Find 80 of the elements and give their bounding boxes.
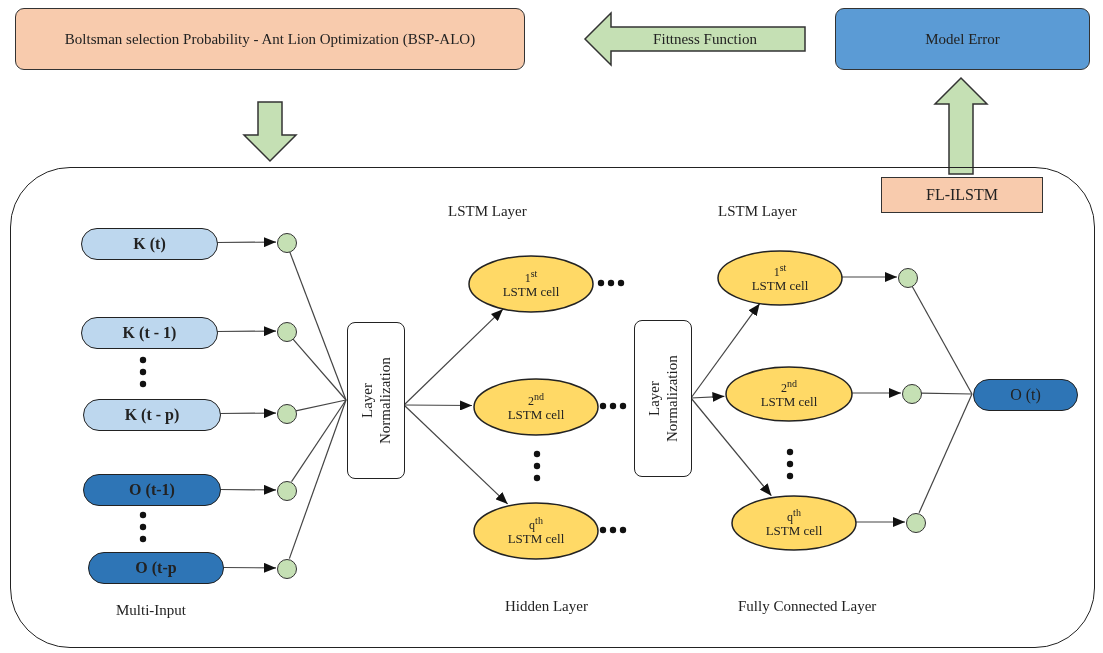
arrow <box>841 272 898 282</box>
lstm-cell-ellipse <box>468 255 594 313</box>
connector-line <box>290 399 347 483</box>
node-label: Boltsman selection Probability - Ant Lion Optimization (BSP-ALO) <box>64 30 476 48</box>
output-pill <box>973 379 1078 411</box>
cell-label: LSTM cell <box>760 394 818 409</box>
cell-ordinal: q$^{th}$ <box>529 516 543 532</box>
error-box <box>835 8 1090 70</box>
arrow <box>219 408 277 419</box>
node-label: K (t - p) <box>124 406 180 424</box>
node-label: O (t-p <box>135 559 177 577</box>
connector-line <box>291 337 347 401</box>
arrow <box>216 326 277 337</box>
input-pill <box>81 317 218 349</box>
layer-caption: Hidden Layer <box>505 598 588 615</box>
cell-ordinal: 2$^{nd}$ <box>528 392 544 408</box>
output-pill <box>83 474 221 506</box>
lstm-cell-ellipse <box>473 502 599 560</box>
model-container <box>10 167 1095 648</box>
node-label: K (t) <box>133 235 166 253</box>
arrow <box>219 484 277 495</box>
cell-label: LSTM cell <box>507 407 565 422</box>
layer-caption: LSTM Layer <box>448 203 527 220</box>
input-pill <box>83 399 221 431</box>
arrow <box>216 237 277 248</box>
layer-caption: Fully Connected Layer <box>738 598 877 615</box>
cell-label: LSTM cell <box>765 523 823 538</box>
edge-label: Fittness Function <box>653 30 757 48</box>
node-label: K (t - 1) <box>122 324 177 342</box>
cell-label: LSTM cell <box>751 278 809 293</box>
connector-line <box>911 285 973 395</box>
arrow <box>403 404 509 505</box>
arrow <box>851 388 902 398</box>
arrow <box>855 517 906 527</box>
connector-line <box>288 250 347 401</box>
arrow <box>222 562 277 573</box>
connector-line <box>295 399 347 412</box>
neuron-circle <box>277 559 297 579</box>
arrow <box>690 303 761 399</box>
model-name-box <box>881 177 1043 213</box>
connector-line <box>918 393 973 514</box>
node-label: O (t) <box>1010 386 1041 404</box>
neuron-circle <box>277 233 297 253</box>
connector-line <box>288 399 347 560</box>
block-arrow <box>242 101 298 163</box>
cell-ordinal: 1$^{st}$ <box>524 269 538 285</box>
node-label: FL-ILSTM <box>926 186 998 204</box>
normalization-box <box>347 322 405 479</box>
connector-line <box>920 392 973 395</box>
block-arrow <box>933 76 989 175</box>
arrow <box>690 397 772 497</box>
lstm-cell-ellipse <box>731 495 857 551</box>
neuron-circle <box>277 481 297 501</box>
layer-caption: Multi-Input <box>116 602 186 619</box>
cell-ordinal: 2$^{nd}$ <box>781 379 797 395</box>
neuron-circle <box>902 384 922 404</box>
node-label: Layer Normalization <box>358 356 394 446</box>
cell-label: LSTM cell <box>507 531 565 546</box>
node-label: Layer Normalization <box>645 354 681 444</box>
neuron-circle <box>906 513 926 533</box>
output-pill <box>88 552 224 584</box>
input-pill <box>81 228 218 260</box>
arrow <box>690 391 726 402</box>
normalization-box <box>634 320 692 477</box>
block-arrow <box>583 11 806 67</box>
node-label: Model Error <box>925 30 1000 48</box>
neuron-circle <box>277 404 297 424</box>
cell-label: LSTM cell <box>502 284 560 299</box>
lstm-cell-ellipse <box>717 250 843 306</box>
optimizer-box <box>15 8 525 70</box>
node-label: O (t-1) <box>129 481 175 499</box>
cell-ordinal: q$^{th}$ <box>787 508 801 524</box>
cell-ordinal: 1$^{st}$ <box>773 263 787 279</box>
neuron-circle <box>277 322 297 342</box>
arrow <box>403 400 473 411</box>
lstm-cell-ellipse <box>725 366 853 422</box>
lstm-cell-ellipse <box>473 378 599 436</box>
arrow <box>403 308 504 406</box>
neuron-circle <box>898 268 918 288</box>
layer-caption: LSTM Layer <box>718 203 797 220</box>
